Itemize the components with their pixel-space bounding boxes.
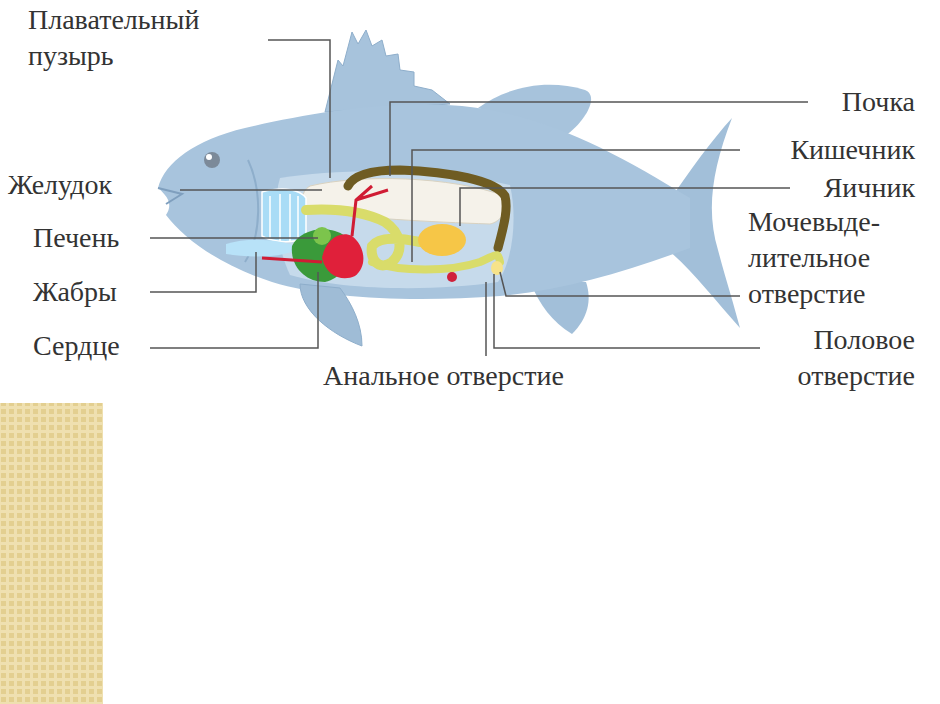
part-label: Желудок	[8, 167, 112, 203]
heart	[322, 234, 363, 278]
part-label: Анальное отверстие	[323, 358, 564, 394]
ovary	[418, 224, 466, 256]
intestine	[372, 255, 500, 269]
decor-strip	[0, 403, 103, 704]
eye-glint	[206, 154, 212, 160]
red-dot	[447, 272, 457, 282]
part-label: Жабры	[33, 274, 117, 310]
dorsal-fin	[325, 30, 450, 112]
mouth	[158, 188, 182, 204]
fish-body	[158, 105, 690, 299]
eye	[204, 152, 220, 168]
blood-vessels	[262, 186, 388, 262]
openings	[491, 261, 503, 275]
part-label: Мочевыде- лительное отверстие	[748, 204, 880, 312]
part-label: Кишечник	[790, 132, 915, 168]
part-label: Почка	[842, 84, 915, 120]
pelvic-fin	[300, 284, 362, 346]
part-label: Плавательный пузырь	[28, 2, 199, 74]
gills	[262, 189, 306, 242]
part-label: Печень	[33, 220, 119, 256]
gill-base	[226, 240, 300, 257]
leader-lines	[150, 40, 808, 356]
part-label: Яичник	[824, 170, 915, 206]
swim-bladder	[303, 179, 506, 224]
gill-arches	[270, 194, 298, 242]
part-label: Половое отверстие	[798, 322, 915, 394]
part-label: Сердце	[33, 328, 120, 364]
gall-bladder	[313, 227, 331, 245]
